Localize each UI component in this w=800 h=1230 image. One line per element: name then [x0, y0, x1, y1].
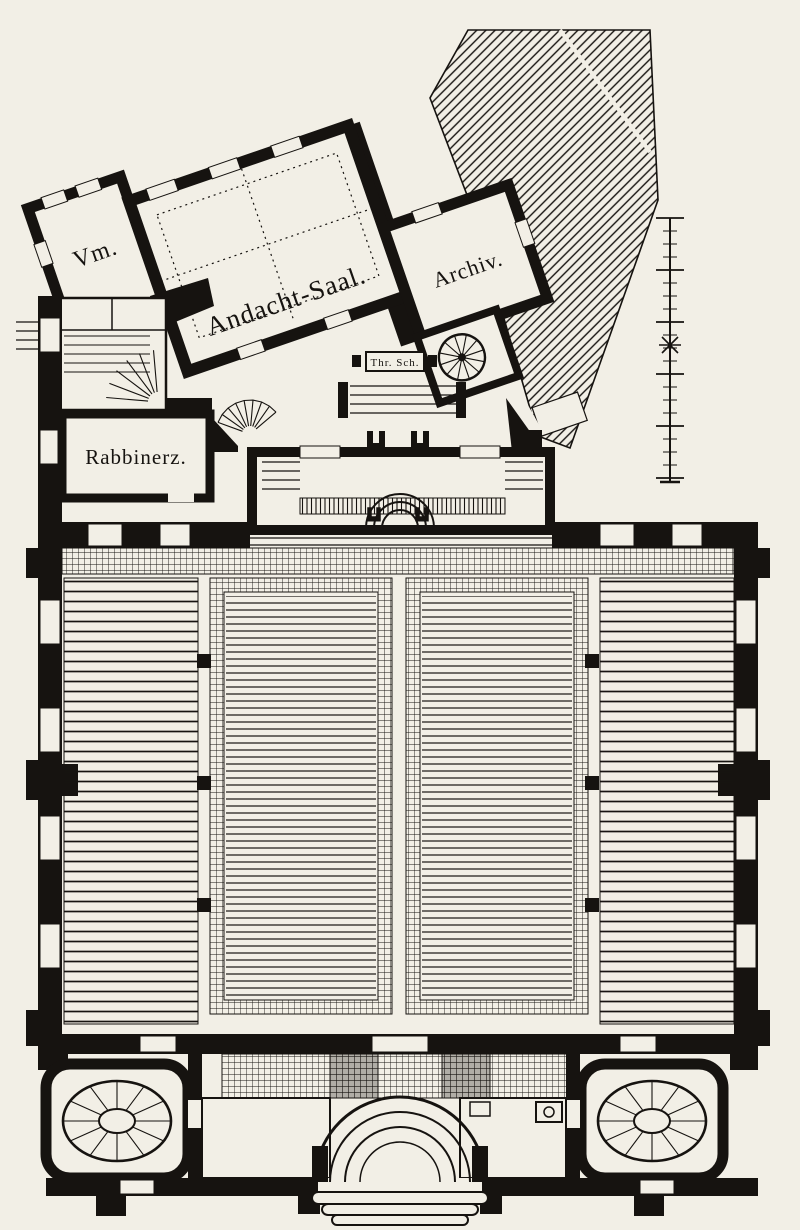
- oval-stair-left: [46, 1064, 188, 1178]
- scale-star: [659, 334, 681, 356]
- pew-block-left: [63, 577, 199, 1025]
- hatched-neighbor-area: [429, 28, 659, 450]
- label-thora-shrine: Thr. Sch.: [370, 357, 419, 369]
- wing-group: Vm. Andacht-Saal. Archiv.: [20, 118, 555, 409]
- balustrade: [299, 497, 506, 515]
- bima-platform: [247, 445, 555, 546]
- mosaic-band: [221, 1053, 569, 1099]
- base-block: [96, 1196, 126, 1216]
- pew-block-right: [599, 577, 735, 1025]
- vault-dotted-lines: [156, 152, 380, 339]
- column: [585, 898, 599, 912]
- shrine-steps: [350, 385, 456, 414]
- spiral-stair: [411, 304, 525, 409]
- column: [197, 776, 211, 790]
- exterior-steps-left: [16, 321, 38, 350]
- room-archiv: Archiv.: [376, 177, 555, 349]
- winder-stair-small: [217, 399, 277, 432]
- vestibule: [38, 1048, 758, 1226]
- bima-steps: [250, 537, 552, 546]
- room-rabbinerz: Rabbinerz.: [57, 409, 215, 503]
- fixture: [535, 1101, 563, 1123]
- column: [585, 776, 599, 790]
- entrance-bay: [312, 1095, 488, 1183]
- oval-stair-right: [581, 1064, 723, 1178]
- pew-block-center-right: [405, 577, 589, 1015]
- winder-stair-left: [58, 296, 168, 412]
- label-rabbinerz: Rabbinerz.: [85, 445, 187, 469]
- gallery-band: [61, 547, 735, 575]
- thora-shrine-box: Thr. Sch.: [365, 351, 425, 372]
- pew-block-center-left: [209, 577, 393, 1015]
- scale-bar: [656, 217, 684, 484]
- base-block: [634, 1196, 664, 1216]
- column: [197, 898, 211, 912]
- entrance-steps: [311, 1191, 489, 1226]
- main-hall: [26, 522, 770, 1054]
- column: [585, 654, 599, 668]
- column: [197, 654, 211, 668]
